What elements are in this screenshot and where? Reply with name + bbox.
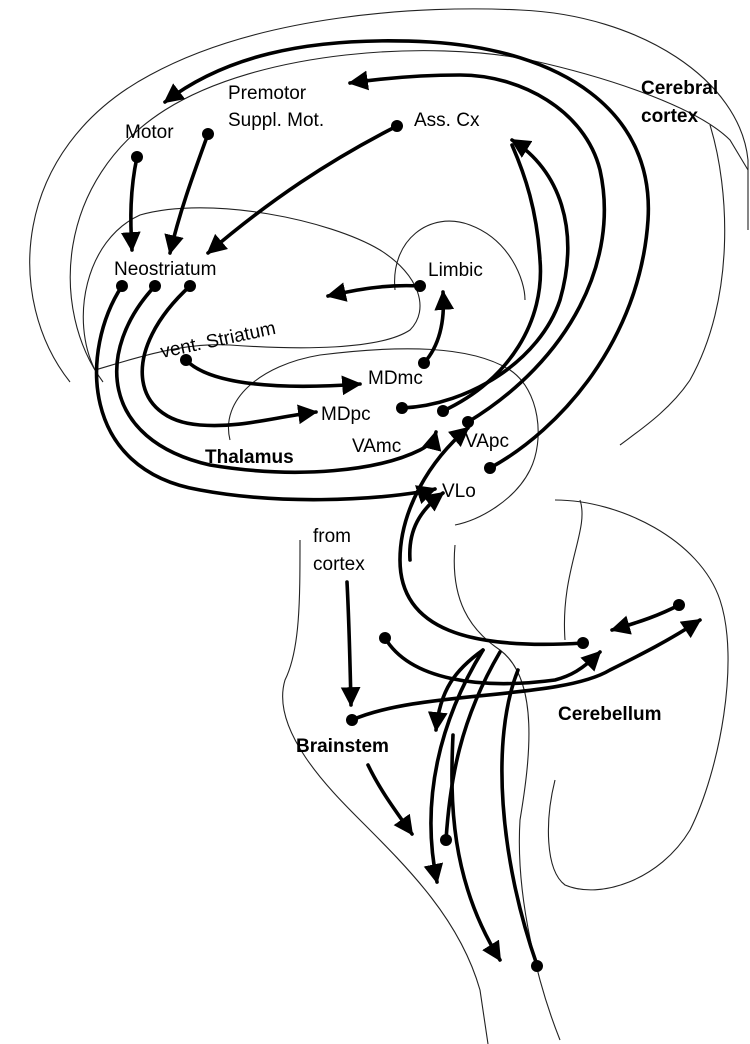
label-mdpc: MDpc: [321, 404, 371, 425]
pathway-neostriatum-to-vlo: [94, 284, 437, 505]
origin-dot: [484, 462, 496, 474]
pathway-descending-1: [427, 648, 485, 732]
pathway-descending-3: [444, 650, 502, 842]
label-neostriatum: Neostriatum: [114, 259, 216, 280]
pathway-fromcortex-to-brainstem: [340, 580, 361, 707]
label-from-cortex: from: [313, 526, 351, 547]
label-thalamus: Thalamus: [205, 447, 294, 468]
thalamus-outline: [228, 348, 539, 526]
label-suppl-mot: Suppl. Mot.: [228, 110, 324, 131]
label-mdmc: MDmc: [368, 368, 423, 389]
pathway-suppl-to-neostriatum: [164, 132, 210, 255]
pathway-neostriatum-to-vamc: [115, 284, 442, 475]
striatum-outline: [82, 207, 421, 371]
limbic-outline: [394, 220, 526, 301]
brainstem-right-outline: [453, 544, 561, 1041]
pathway-vlo-to-motor: [163, 39, 651, 470]
label-premotor: Premotor: [228, 83, 307, 104]
origin-dot: [149, 280, 161, 292]
pathway-vapc-to-premotor: [348, 70, 607, 424]
anatomy-outlines: [29, 8, 749, 1044]
pathway-asscx-to-neostriatum: [206, 124, 399, 255]
cerebellum-inner-outline: [563, 499, 583, 641]
label-ass-cx: Ass. Cx: [414, 110, 480, 131]
labels: Cerebral cortex Premotor Suppl. Mot. Mot…: [114, 78, 718, 757]
pathways: [94, 39, 702, 972]
label-limbic: Limbic: [428, 260, 483, 281]
cerebral-cortex-outline: [29, 8, 749, 383]
label-vamc: VAmc: [352, 436, 401, 457]
origin-dot: [673, 599, 685, 611]
origin-dot: [437, 405, 449, 417]
label-motor: Motor: [125, 122, 174, 143]
pathway-descending-4: [450, 733, 502, 962]
pathway-brainstem-to-spinal: [366, 763, 414, 836]
label-brainstem: Brainstem: [296, 736, 389, 757]
label-cerebellum: Cerebellum: [558, 704, 661, 725]
origin-dot: [391, 120, 403, 132]
pathway-descending-2: [423, 648, 485, 884]
origin-dot: [418, 357, 430, 369]
cerebral-cortex-inner-outline: [69, 50, 749, 383]
label-vent-striatum: vent. Striatum: [159, 318, 278, 363]
label-vlo: VLo: [442, 481, 476, 502]
pathway-cerebellum-to-vapc: [398, 426, 585, 647]
label-cerebral-cortex: cortex: [641, 106, 698, 127]
pathway-descending-5: [500, 668, 539, 967]
origin-dot: [202, 128, 214, 140]
origin-dot: [184, 280, 196, 292]
origin-dot: [462, 416, 474, 428]
pathway-ventstriatum-to-mdmc: [184, 358, 362, 396]
origin-dot: [396, 402, 408, 414]
pathway-neostriatum-to-mdpc: [140, 284, 318, 428]
pathway-cerebellum-return: [610, 603, 681, 635]
pathway-thal-to-asscx-inner: [441, 143, 543, 413]
origin-dot: [414, 280, 426, 292]
pathway-ventral-to-vlo: [383, 636, 602, 686]
label-cerebral-cortex: Cerebral: [641, 78, 718, 99]
pathway-mdpc-to-asscx: [400, 138, 570, 410]
medial-wall-outline: [619, 124, 726, 446]
pathway-motor-to-neostriatum: [120, 155, 141, 252]
pathway-mdmc-to-limbic: [422, 290, 455, 365]
origin-dot: [577, 637, 589, 649]
origin-dot: [531, 960, 543, 972]
pathway-vlo-input: [408, 491, 445, 562]
origin-dot: [116, 280, 128, 292]
cerebellum-outline: [547, 499, 729, 891]
brainstem-left-outline: [282, 539, 489, 1044]
origin-dot: [379, 632, 391, 644]
pathway-brainstem-to-cerebellum: [350, 618, 702, 722]
origin-dot: [180, 354, 192, 366]
origin-dot: [131, 151, 143, 163]
pathway-limbic-to-ventstriatum: [326, 282, 422, 302]
origin-dot: [440, 834, 452, 846]
label-from-cortex: cortex: [313, 554, 365, 575]
label-vapc: VApc: [465, 431, 509, 452]
origin-dot: [346, 714, 358, 726]
